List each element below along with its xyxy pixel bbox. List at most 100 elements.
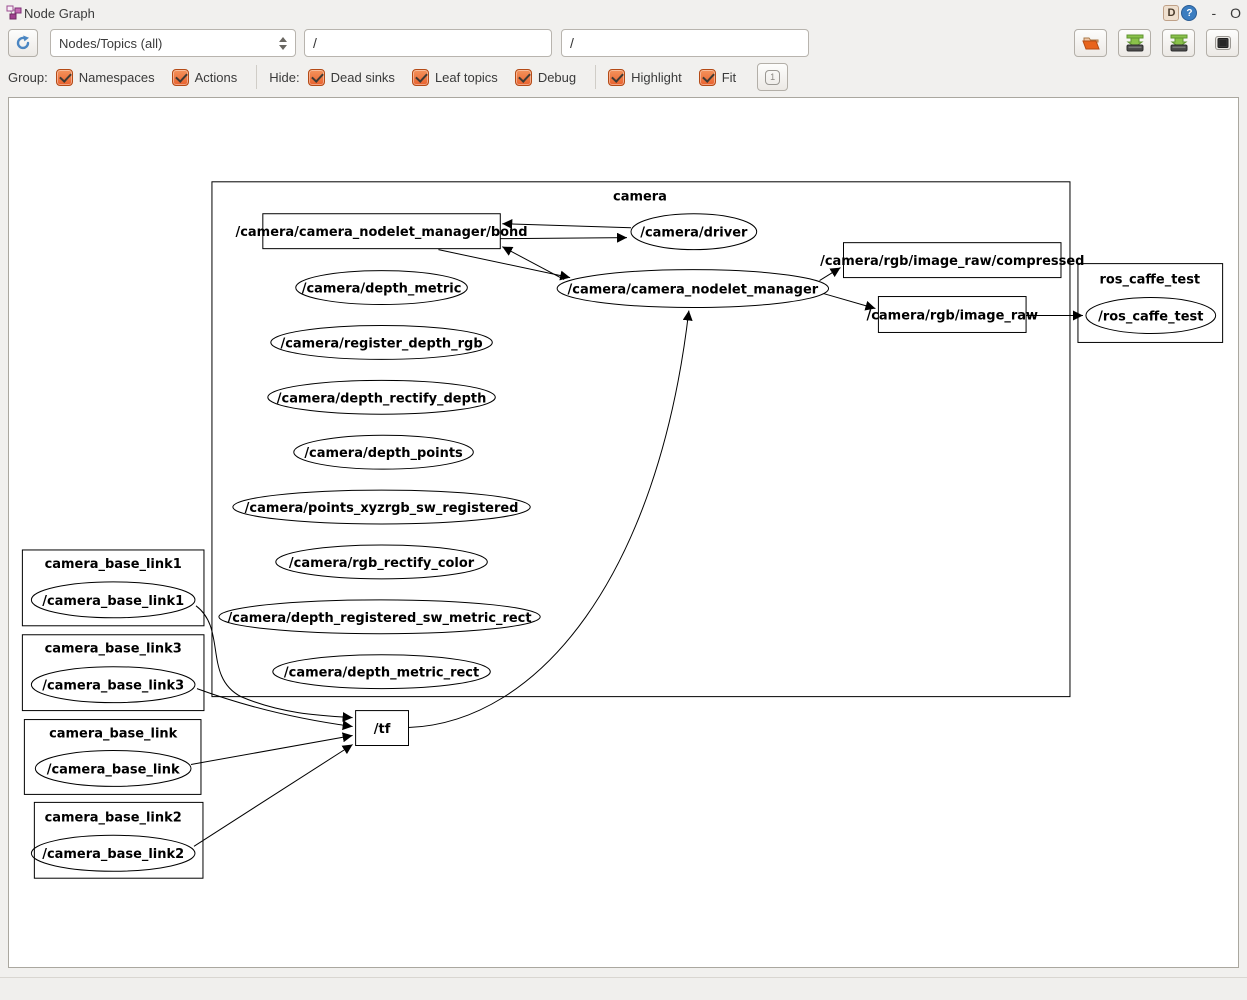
checkbox-fit-label: Fit (721, 69, 737, 85)
group-label: Group: (8, 69, 48, 85)
edge-/camera/driver-to-/camera/camera_nodelet_manager/bond (502, 219, 631, 230)
graph-type-combobox[interactable]: Nodes/Topics (all) (50, 29, 296, 57)
node-/camera/depth_metric[interactable] (295, 270, 468, 306)
node-/ros_caffe_test[interactable] (1085, 297, 1217, 334)
cluster-camera_base_link (23, 719, 202, 795)
titlebar: Node Graph D ? - O (0, 0, 1247, 26)
checkbox-checked-icon (608, 68, 626, 86)
node-/camera/depth_rectify_depth[interactable] (267, 379, 496, 415)
screenshot-button[interactable] (1206, 29, 1239, 57)
screenshot-icon (1214, 36, 1231, 50)
checkbox-namespaces[interactable]: Namespaces (55, 68, 155, 86)
checkbox-checked-icon (171, 68, 189, 86)
topic-node-label: /camera/rgb/image_raw/compressed (820, 254, 1084, 269)
topic-node-/camera/rgb/image_raw/compressed[interactable] (842, 242, 1062, 279)
node-label: /camera/depth_metric (302, 282, 462, 297)
node-/camera/depth_points[interactable] (293, 434, 474, 470)
node-label: /camera/depth_rectify_depth (277, 391, 487, 406)
cluster-label: camera (613, 190, 667, 205)
edge-/camera/camera_nodelet_manager-to-/camera/rgb/image_raw/compressed (819, 267, 841, 282)
node-/camera/driver[interactable] (630, 213, 758, 251)
help-icon[interactable]: ? (1181, 5, 1198, 21)
node-label: /camera/points_xyzrgb_sw_registered (245, 501, 519, 516)
open-folder-icon (1081, 37, 1100, 50)
fit-in-view-button[interactable]: 1 (757, 63, 789, 91)
checkbox-highlight[interactable]: Highlight (608, 68, 682, 86)
node-/camera/depth_metric_rect[interactable] (272, 654, 491, 690)
save-dot-icon (1125, 34, 1144, 52)
edge-/camera_base_link2-to-/tf (193, 744, 353, 847)
refresh-button[interactable] (8, 29, 38, 57)
minimize-button[interactable]: - (1211, 5, 1217, 21)
window-title: Node Graph (24, 5, 95, 21)
node-/camera_base_link1[interactable] (30, 581, 196, 619)
toolbar-separator (256, 65, 258, 89)
edge-/camera_base_link1-to-/tf (195, 605, 353, 722)
node-filter-input[interactable] (304, 29, 552, 57)
cluster-camera_base_link3 (21, 634, 205, 712)
save-image-button[interactable] (1162, 29, 1195, 57)
node-label: /camera/depth_registered_sw_metric_rect (228, 611, 532, 626)
filter-toolbar: Group: Namespaces Actions Hide: Dead sin… (8, 62, 1239, 92)
cluster-label: camera_base_link1 (45, 557, 182, 572)
refresh-icon (16, 35, 30, 50)
edge-/camera_base_link-to-/tf (190, 732, 353, 765)
node-graph-svg: cameraros_caffe_testcamera_base_link1cam… (21, 181, 1224, 879)
node-/camera/rgb_rectify_color[interactable] (275, 544, 488, 580)
checkbox-checked-icon (55, 68, 73, 86)
node-label: /camera/driver (640, 226, 748, 241)
node-label: /camera_base_link3 (42, 679, 184, 694)
edge-/camera/camera_nodelet_manager/bond-to-/camera/driver (500, 232, 627, 243)
node-label: /camera_base_link1 (42, 594, 184, 609)
checkbox-actions-label: Actions (194, 69, 238, 85)
node-/camera_base_link2[interactable] (30, 834, 196, 872)
node-label: /ros_caffe_test (1098, 309, 1203, 324)
checkbox-actions[interactable]: Actions (171, 68, 238, 86)
node-label: /camera/rgb_rectify_color (289, 556, 475, 571)
node-label: /camera/depth_metric_rect (284, 666, 479, 681)
cluster-ros_caffe_test (1077, 263, 1224, 343)
checkbox-checked-icon (514, 68, 532, 86)
checkbox-namespaces-label: Namespaces (78, 69, 155, 85)
node-label: /camera_base_link2 (42, 847, 184, 862)
topic-node-label: /camera/camera_nodelet_manager/bond (236, 225, 528, 240)
dock-badge-icon[interactable]: D (1163, 5, 1180, 21)
node-/camera_base_link3[interactable] (30, 666, 196, 704)
cluster-camera_base_link1 (21, 549, 205, 627)
checkbox-fit[interactable]: Fit (698, 68, 737, 86)
topic-node-/camera/camera_nodelet_manager/bond[interactable] (262, 213, 501, 250)
cluster-camera (211, 181, 1071, 698)
graph-type-value: Nodes/Topics (all) (59, 35, 163, 51)
status-bar (0, 977, 1247, 1000)
combobox-spinner-icon (279, 36, 287, 50)
edge-/camera/camera_nodelet_manager/bond-to-/camera/camera_nodelet_manager (438, 249, 571, 281)
load-dot-button[interactable] (1074, 29, 1107, 57)
node-graph-icon (6, 5, 22, 20)
node-/camera_base_link[interactable] (34, 749, 192, 787)
topic-filter-input[interactable] (561, 29, 809, 57)
topic-node-label: /camera/rgb/image_raw (867, 308, 1038, 323)
checkbox-checked-icon (698, 68, 716, 86)
toolbar-separator (595, 65, 597, 89)
checkbox-checked-icon (307, 68, 325, 86)
checkbox-leaf-topics[interactable]: Leaf topics (411, 68, 498, 86)
save-dot-button[interactable] (1118, 29, 1151, 57)
checkbox-dead-sinks-label: Dead sinks (330, 69, 395, 85)
checkbox-debug[interactable]: Debug (514, 68, 577, 86)
checkbox-dead-sinks[interactable]: Dead sinks (307, 68, 395, 86)
topic-node-label: /tf (374, 722, 391, 737)
node-/camera/camera_nodelet_manager[interactable] (556, 269, 830, 309)
checkbox-highlight-label: Highlight (631, 69, 682, 85)
node-/camera/depth_registered_sw_metric_rect[interactable] (218, 599, 541, 635)
topic-node-/tf[interactable] (355, 710, 409, 747)
edge-/camera/camera_nodelet_manager-to-/camera/rgb/image_raw (823, 293, 876, 311)
node-/camera/register_depth_rgb[interactable] (270, 324, 493, 360)
node-/camera/points_xyzrgb_sw_registered[interactable] (232, 489, 531, 525)
checkbox-debug-label: Debug (537, 69, 577, 85)
float-button[interactable]: O (1230, 5, 1241, 21)
fit-in-view-icon: 1 (765, 69, 781, 85)
cluster-label: camera_base_link (49, 727, 178, 742)
cluster-label: camera_base_link3 (45, 642, 182, 657)
topic-node-/camera/rgb/image_raw[interactable] (877, 296, 1027, 333)
